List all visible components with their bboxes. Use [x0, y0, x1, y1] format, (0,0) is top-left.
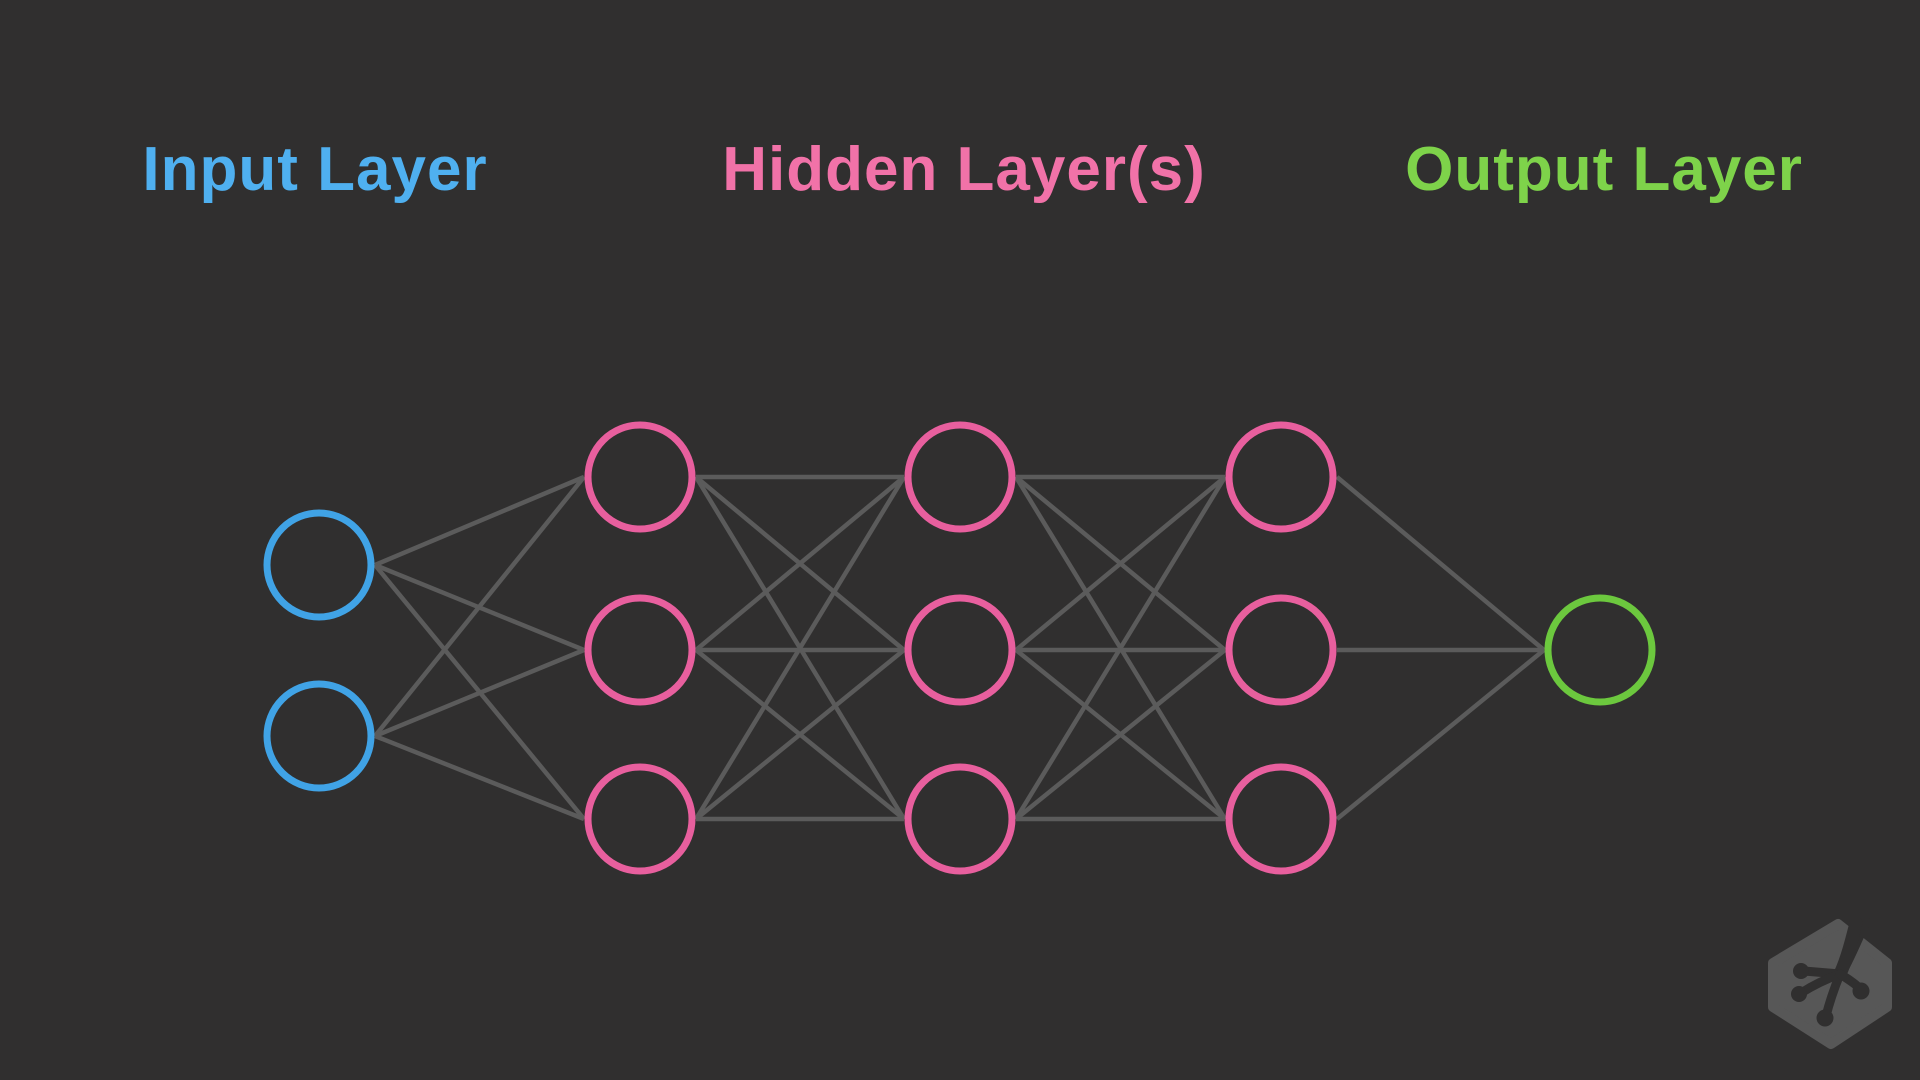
input-layer-node-1	[263, 509, 375, 621]
hidden-layer-2-node-2	[904, 594, 1016, 706]
hidden-layer-1-node-2	[584, 594, 696, 706]
connection-line	[373, 475, 586, 738]
hidden-layer-3-node-3	[1225, 763, 1337, 875]
hidden-layer-1-node-1	[584, 421, 696, 533]
connection-line	[694, 475, 906, 821]
hidden-layers-label: Hidden Layer(s)	[722, 135, 1206, 204]
connection-line	[1014, 475, 1227, 821]
hidden-layer-3-node-1	[1225, 421, 1337, 533]
input-layer-label: Input Layer	[142, 135, 488, 204]
hidden-layer-2-node-3	[904, 763, 1016, 875]
connection-line	[694, 475, 906, 652]
connection-line	[1014, 475, 1227, 652]
hidden-layer-1-node-3	[584, 763, 696, 875]
output-layer-node-1	[1544, 594, 1656, 706]
connection-line	[1335, 648, 1546, 821]
hidden-layer-2-node-1	[904, 421, 1016, 533]
input-layer-node-2	[263, 680, 375, 792]
treehouse-logo-icon	[1768, 918, 1892, 1049]
connection-line	[374, 733, 585, 822]
connection-line	[374, 647, 585, 739]
connection-line	[374, 474, 585, 568]
connection-line	[1014, 648, 1227, 821]
output-layer-label: Output Layer	[1405, 135, 1803, 204]
hidden-layer-3-node-2	[1225, 594, 1337, 706]
connection-line	[694, 648, 906, 821]
connection-line	[1335, 475, 1546, 652]
